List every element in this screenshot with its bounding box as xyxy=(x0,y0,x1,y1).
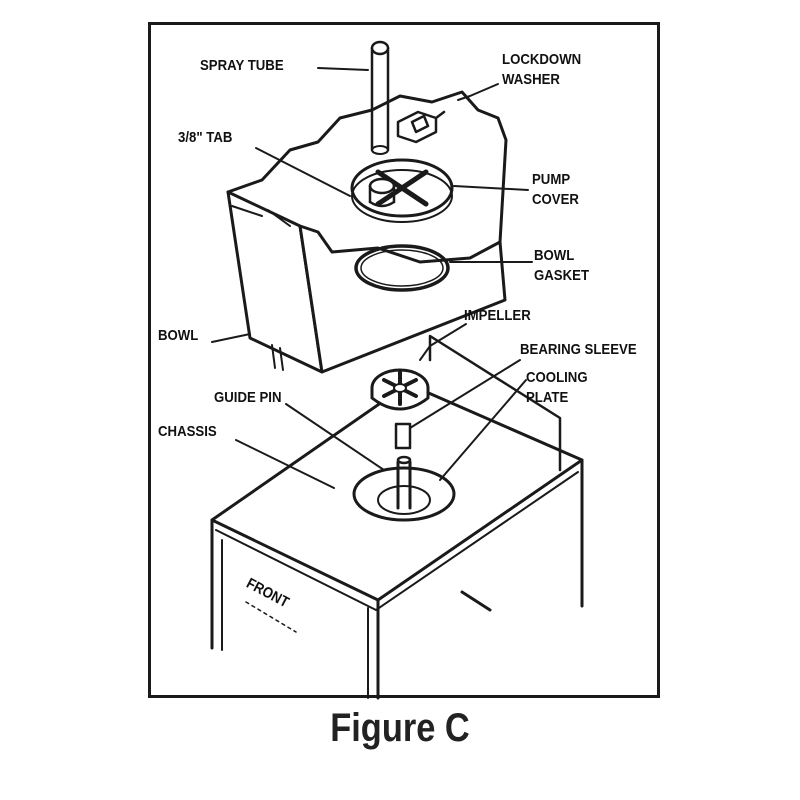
label-guide-pin: GUIDE PIN xyxy=(214,389,282,406)
label-spray-tube: SPRAY TUBE xyxy=(200,57,284,74)
label-chassis: CHASSIS xyxy=(158,423,217,440)
label-lockdown-washer: LOCKDOWN WASHER xyxy=(502,51,582,88)
impeller xyxy=(370,368,430,411)
pump-cover xyxy=(350,158,454,223)
cooling-plate xyxy=(352,466,456,522)
label-impeller: IMPELLER xyxy=(464,307,531,324)
lockdown-washer xyxy=(396,110,446,144)
figure-frame xyxy=(148,22,660,698)
figure-caption: Figure C xyxy=(330,706,470,750)
label-cooling-plate: COOLING PLATE xyxy=(526,369,588,406)
spray-tube xyxy=(370,40,390,155)
bowl xyxy=(226,90,508,374)
guide-pin xyxy=(396,455,412,510)
label-bowl-gasket: BOWL GASKET xyxy=(534,247,590,284)
label-bearing-sleeve: BEARING SLEEVE xyxy=(520,341,637,358)
leader-lines xyxy=(211,67,533,489)
bowl-gasket xyxy=(354,244,450,292)
label-pump-cover: PUMP COVER xyxy=(532,171,579,208)
bearing-sleeve xyxy=(394,422,412,450)
label-tab: 3/8" TAB xyxy=(178,129,233,146)
label-bowl: BOWL xyxy=(158,327,199,344)
